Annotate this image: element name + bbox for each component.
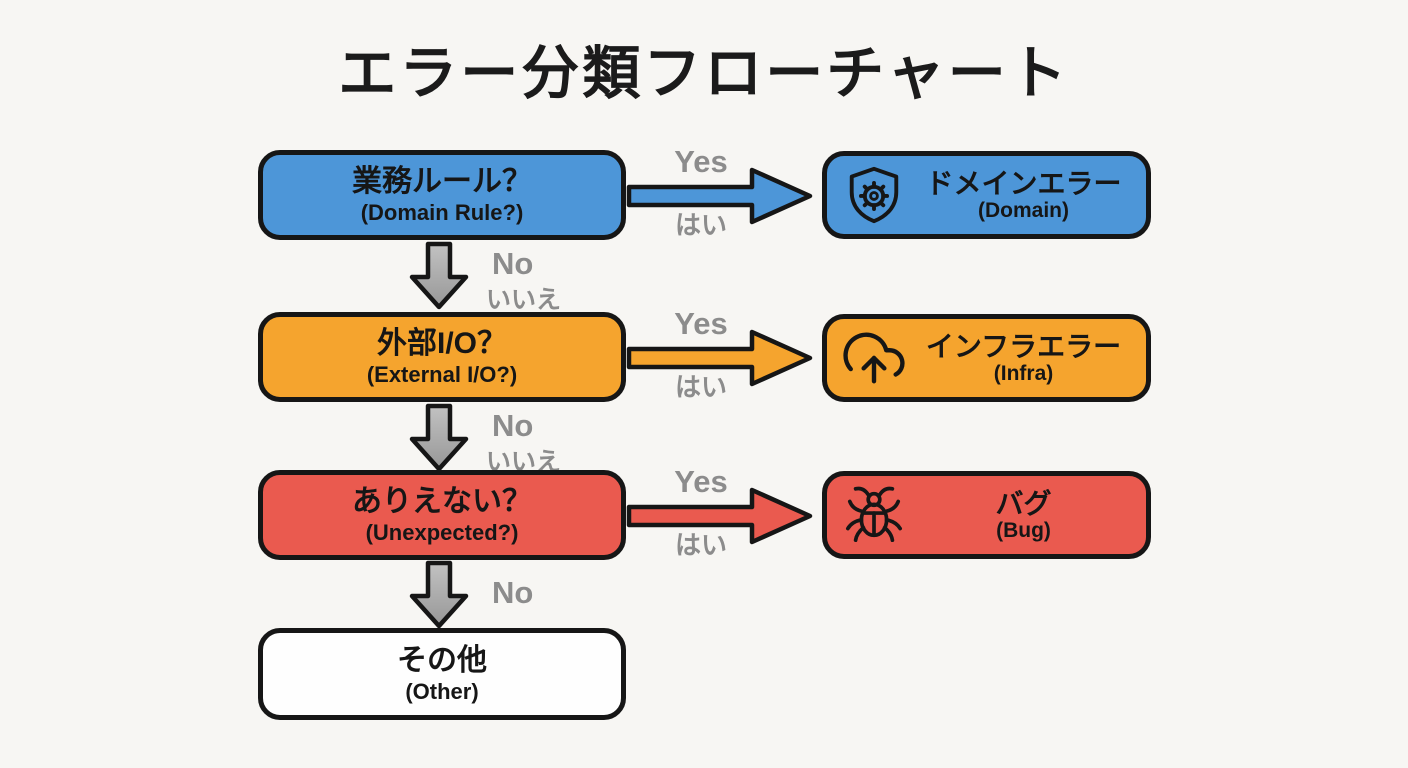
result-box-infra: インフラエラー (Infra)	[822, 314, 1151, 402]
result-box-bug: バグ (Bug)	[822, 471, 1151, 559]
terminal-label-en: (Other)	[405, 678, 479, 704]
question-label-jp: ありえない？	[352, 485, 532, 519]
result-label-jp: ドメインエラー	[925, 167, 1122, 199]
question-box-domain-rule: 業務ルール？ (Domain Rule?)	[258, 150, 626, 240]
yes-label: Yes	[674, 464, 728, 499]
question-box-unexpected: ありえない？ (Unexpected?)	[258, 470, 626, 560]
result-label-jp: インフラエラー	[925, 330, 1122, 362]
yes-label: Yes	[674, 306, 728, 341]
question-box-external-io: 外部I/O？ (External I/O?)	[258, 312, 626, 402]
result-box-domain: ドメインエラー (Domain)	[822, 151, 1151, 239]
question-label-jp: 外部I/O？	[376, 327, 507, 361]
question-label-en: (External I/O?)	[366, 361, 518, 387]
bug-icon	[846, 486, 902, 543]
yes-sub-label: はい	[674, 530, 727, 560]
yes-arrow-icon	[626, 329, 813, 387]
shield-gear-icon	[849, 166, 899, 224]
yes-sub-label: はい	[674, 372, 727, 402]
no-arrow-icon	[409, 241, 469, 310]
question-label-en: (Domain Rule?)	[360, 199, 524, 225]
page-title: エラー分類フローチャート	[338, 41, 1070, 106]
no-sub-label: いいえ	[486, 286, 562, 314]
no-label: No	[492, 575, 534, 610]
result-label-en: (Bug)	[996, 518, 1051, 542]
no-arrow-icon	[409, 560, 469, 629]
yes-label: Yes	[674, 144, 728, 179]
terminal-label-jp: その他	[397, 644, 487, 678]
no-arrow-icon	[409, 403, 469, 472]
terminal-box-other: その他 (Other)	[258, 628, 626, 720]
cloud-upload-icon	[843, 332, 905, 384]
result-label-en: (Domain)	[978, 198, 1069, 222]
yes-sub-label: はい	[674, 210, 727, 240]
result-label-en: (Infra)	[993, 361, 1054, 385]
yes-arrow-icon	[626, 487, 813, 545]
no-label: No	[492, 408, 534, 443]
question-label-en: (Unexpected?)	[365, 519, 519, 545]
yes-arrow-icon	[626, 167, 813, 225]
question-label-jp: 業務ルール？	[352, 165, 532, 199]
no-label: No	[492, 246, 534, 281]
result-label-jp: バグ	[995, 487, 1052, 519]
